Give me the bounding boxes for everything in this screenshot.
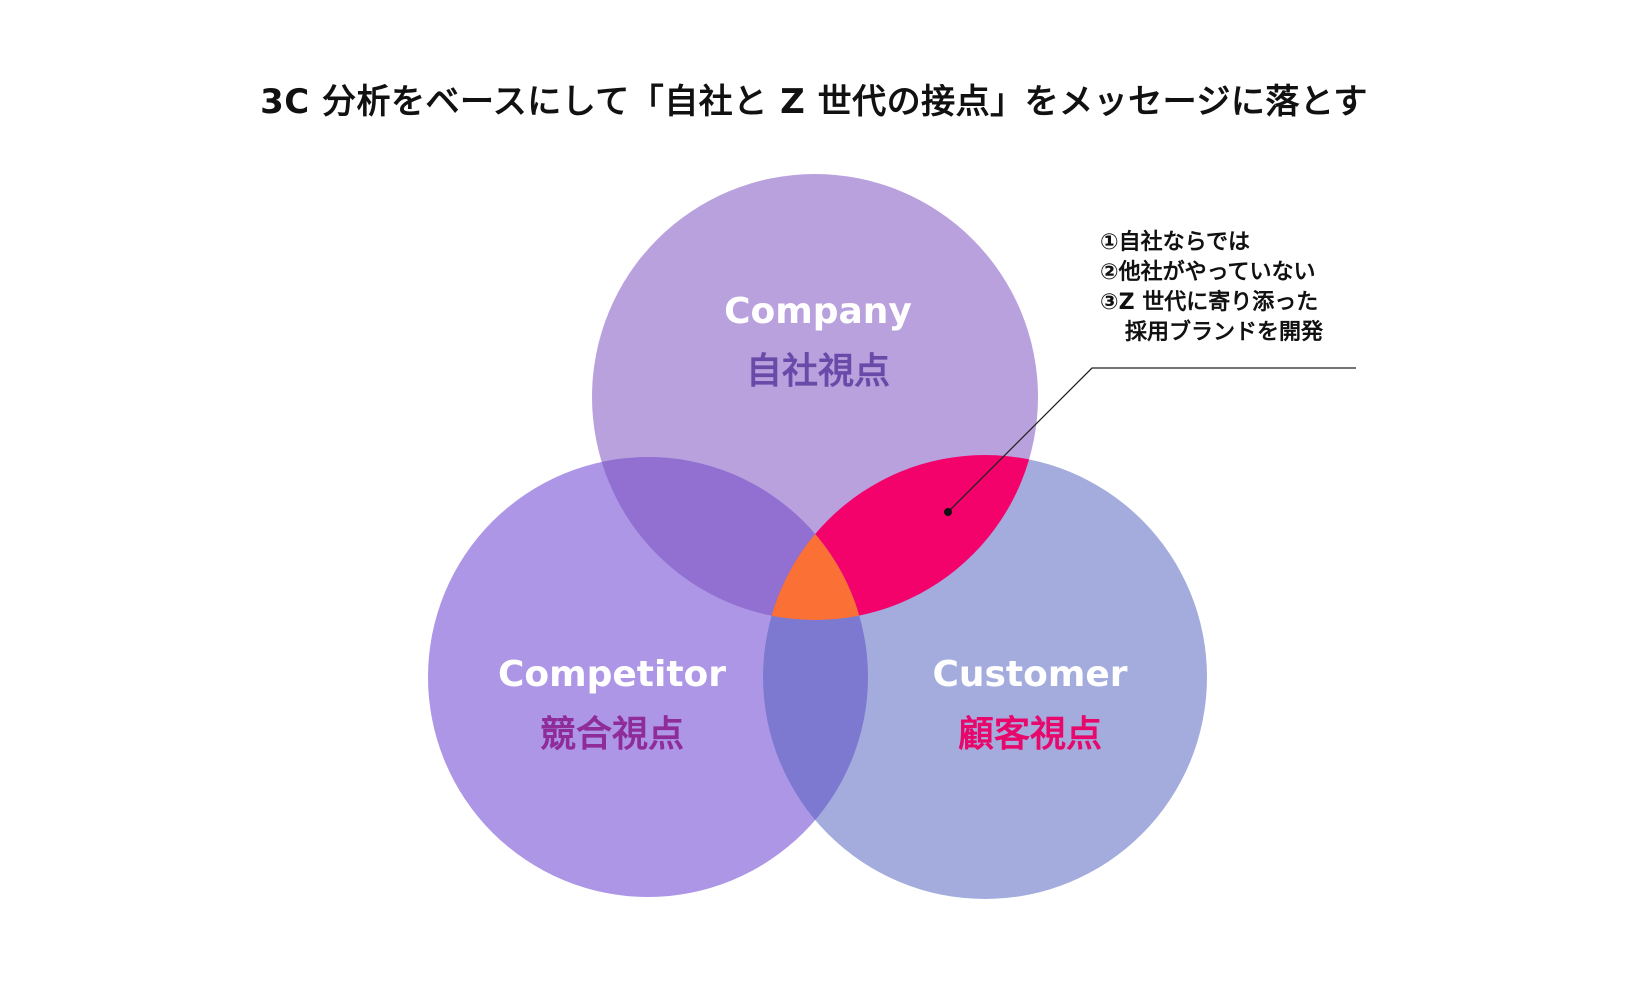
callout-leader-line [947, 367, 1356, 513]
callout-line-1: ①自社ならでは [1100, 230, 1250, 255]
callout-line-2: ②他社がやっていない [1100, 260, 1316, 285]
competitor-label-jp: 競合視点 [540, 714, 684, 755]
callout-line-4: 採用ブランドを開発 [1125, 320, 1324, 345]
callout-line-3: ③Z 世代に寄り添った [1100, 290, 1319, 315]
overlap-company-competitor [592, 457, 868, 620]
customer-label-en: Customer [932, 654, 1127, 695]
company-label-jp: 自社視点 [746, 351, 890, 392]
competitor-label-en: Competitor [498, 654, 726, 695]
company-label-en: Company [724, 291, 912, 332]
page-title: 3C 分析をベースにして「自社と Z 世代の接点」をメッセージに落とす [260, 82, 1368, 122]
callout-text: ①自社ならでは ②他社がやっていない ③Z 世代に寄り添った 採用ブランドを開発 [1100, 228, 1323, 348]
callout-anchor-dot [944, 508, 952, 516]
overlap-company-customer [763, 455, 1038, 620]
customer-label-jp: 顧客視点 [958, 714, 1102, 755]
